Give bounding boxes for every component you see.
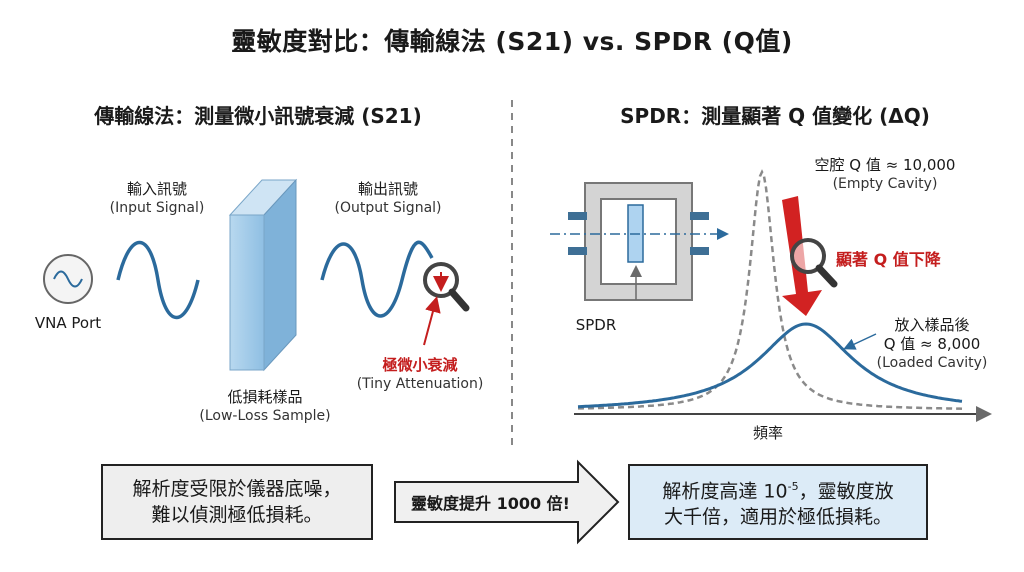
loaded-cavity-curve [577, 322, 963, 409]
right-summary-sup: -5 [787, 479, 799, 493]
main-title: 靈敏度對比：傳輸線法 (S21) vs. SPDR (Q值) [231, 27, 793, 56]
attenuation-label: 極微小衰減 (Tiny Attenuation) [340, 356, 500, 394]
spdr-label: SPDR [575, 316, 617, 334]
input-signal-label: 輸入訊號 (Input Signal) [92, 180, 222, 218]
input-signal-en: (Input Signal) [109, 200, 205, 216]
magnifier-icon [423, 262, 470, 312]
left-panel-heading: 傳輸線法：測量微小訊號衰減 (S21) [94, 104, 422, 128]
right-summary-post: ，靈敏度放 [798, 480, 894, 503]
sample-label: 低損耗樣品 (Low-Loss Sample) [180, 388, 350, 426]
right-panel-heading: SPDR：測量顯著 Q 值變化 (ΔQ) [620, 104, 930, 128]
loaded-cavity-en: (Loaded Cavity) [876, 355, 988, 371]
left-summary-line2: 難以偵測極低損耗。 [151, 504, 323, 526]
sample-block [228, 178, 298, 372]
right-summary-box: 解析度高達 10-5，靈敏度放 大千倍，適用於極低損耗。 [628, 464, 928, 540]
left-summary-box: 解析度受限於儀器底噪， 難以偵測極低損耗。 [101, 464, 373, 540]
empty-cavity-label: 空腔 Q 值 ≈ 10,000 (Empty Cavity) [790, 156, 980, 194]
attenuation-pointer [423, 296, 441, 346]
sensitivity-arrow [394, 459, 620, 545]
vna-port-icon [43, 254, 93, 304]
sample-zh: 低損耗樣品 [227, 388, 303, 406]
input-signal-zh: 輸入訊號 [126, 180, 187, 198]
loaded-cavity-label: 放入樣品後 Q 值 ≈ 8,000 (Loaded Cavity) [862, 316, 1002, 373]
peak-magnifier-icon [790, 238, 838, 288]
frequency-axis-label: 頻率 [752, 424, 783, 442]
empty-cavity-zh: 空腔 Q 值 ≈ 10,000 [814, 156, 956, 174]
right-summary-pre: 解析度高達 10 [662, 480, 788, 503]
output-signal-label: 輸出訊號 (Output Signal) [318, 180, 458, 218]
right-summary-line1: 解析度高達 10-5，靈敏度放 [662, 474, 893, 504]
loaded-cavity-zh2: Q 值 ≈ 8,000 [883, 335, 981, 353]
output-signal-zh: 輸出訊號 [357, 180, 418, 198]
sensitivity-arrow-label: 靈敏度提升 1000 倍! [411, 494, 570, 513]
vna-port-label: VNA Port [34, 314, 102, 332]
attenuation-zh: 極微小衰減 [382, 356, 458, 374]
input-wave [116, 240, 200, 320]
loaded-pointer [843, 333, 877, 350]
output-signal-en: (Output Signal) [334, 200, 442, 216]
spdr-cavity [550, 182, 729, 301]
output-wave [320, 240, 434, 318]
loaded-cavity-zh1: 放入樣品後 [894, 316, 970, 334]
q-drop-label: 顯著 Q 值下降 [836, 250, 941, 269]
right-summary-line2: 大千倍，適用於極低損耗。 [663, 506, 892, 529]
left-summary-line1: 解析度受限於儀器底噪， [132, 478, 342, 500]
empty-cavity-en: (Empty Cavity) [832, 176, 938, 192]
attenuation-en: (Tiny Attenuation) [356, 376, 484, 392]
empty-cavity-curve [578, 169, 963, 410]
sample-en: (Low-Loss Sample) [199, 408, 331, 424]
